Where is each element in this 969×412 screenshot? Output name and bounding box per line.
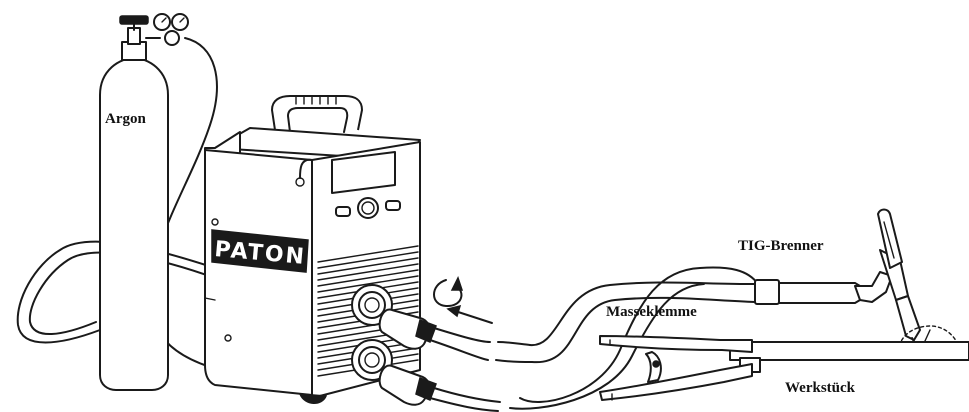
label-tig-torch: TIG-Brenner — [738, 238, 824, 254]
torch-cable — [430, 268, 758, 409]
insert-arrow-icon — [448, 306, 492, 323]
tig-torch — [755, 210, 920, 353]
ground-cable — [430, 388, 500, 411]
welding-machine: PATON — [205, 96, 420, 403]
ground-cable-plug — [380, 365, 436, 404]
argon-cylinder — [100, 14, 188, 390]
label-argon: Argon — [105, 111, 146, 127]
gas-regulator — [146, 14, 188, 45]
label-ground-clamp: Masseklemme — [606, 304, 697, 320]
rotation-arrow-icon — [434, 278, 462, 306]
ground-clamp — [600, 336, 752, 400]
workpiece — [730, 342, 969, 372]
label-workpiece: Werkstück — [785, 380, 856, 396]
